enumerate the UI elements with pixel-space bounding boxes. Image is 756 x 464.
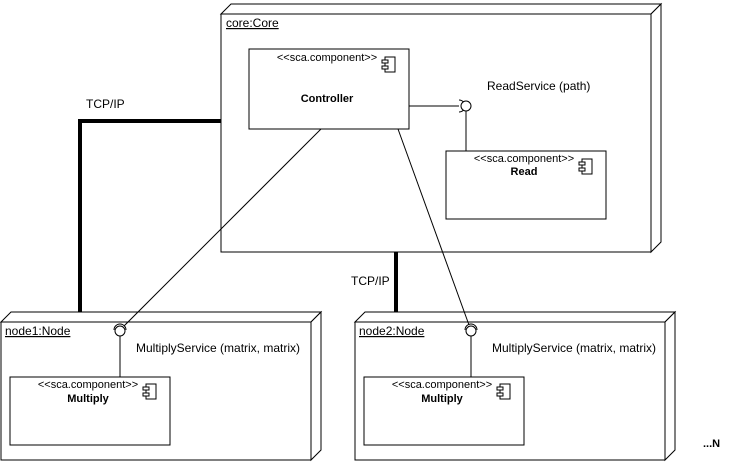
multiply-service-1-socket (113, 323, 127, 331)
core-node-top (219, 3, 663, 15)
read-service-label: ReadService (path) (487, 79, 590, 93)
read-name: Read (511, 166, 538, 178)
component-icon (496, 383, 511, 400)
node2-side (664, 310, 676, 462)
node1-side (310, 310, 322, 462)
multiply-service-1-label: MultiplyService (matrix, matrix) (136, 341, 300, 355)
controller-to-multiply-service-1 (123, 128, 322, 327)
tcp-label-right: TCP/IP (351, 274, 390, 288)
read-stereotype: <<sca.component>> (474, 153, 574, 165)
multiply1-stereotype: <<sca.component>> (38, 379, 138, 391)
controller-stereotype: <<sca.component>> (277, 52, 377, 64)
controller-component: <<sca.component>> Controller (248, 48, 410, 130)
component-icon (578, 158, 593, 175)
controller-name: Controller (301, 93, 354, 105)
multiply1-name: Multiply (67, 393, 109, 405)
multiply-component-node2: <<sca.component>> Multiply (363, 376, 525, 446)
multiply-service-2-label: MultiplyService (matrix, matrix) (492, 341, 656, 355)
component-icon (142, 383, 157, 400)
multiply2-name: Multiply (421, 393, 463, 405)
tcp-link-core-node1 (78, 119, 221, 312)
multiply-service-1-lollipop (114, 325, 126, 337)
read-service-lollipop (460, 100, 472, 112)
multiply-component-node1: <<sca.component>> Multiply (9, 376, 171, 446)
node1-title: node1:Node (5, 324, 71, 338)
node2-title: node2:Node (359, 324, 425, 338)
controller-to-multiply-service-2 (397, 128, 470, 326)
multiply-service-2-socket (464, 323, 478, 331)
multiply-service-2-lollipop (465, 325, 477, 337)
node2-top (353, 311, 677, 323)
read-component: <<sca.component>> Read (445, 150, 607, 220)
more-nodes-label: ...N (703, 438, 720, 450)
tcp-label-left: TCP/IP (86, 97, 125, 111)
core-node-title: core:Core (226, 16, 279, 30)
multiply2-stereotype: <<sca.component>> (392, 379, 492, 391)
component-icon (381, 56, 396, 73)
core-node-side (650, 2, 662, 254)
node1-top (0, 311, 323, 323)
